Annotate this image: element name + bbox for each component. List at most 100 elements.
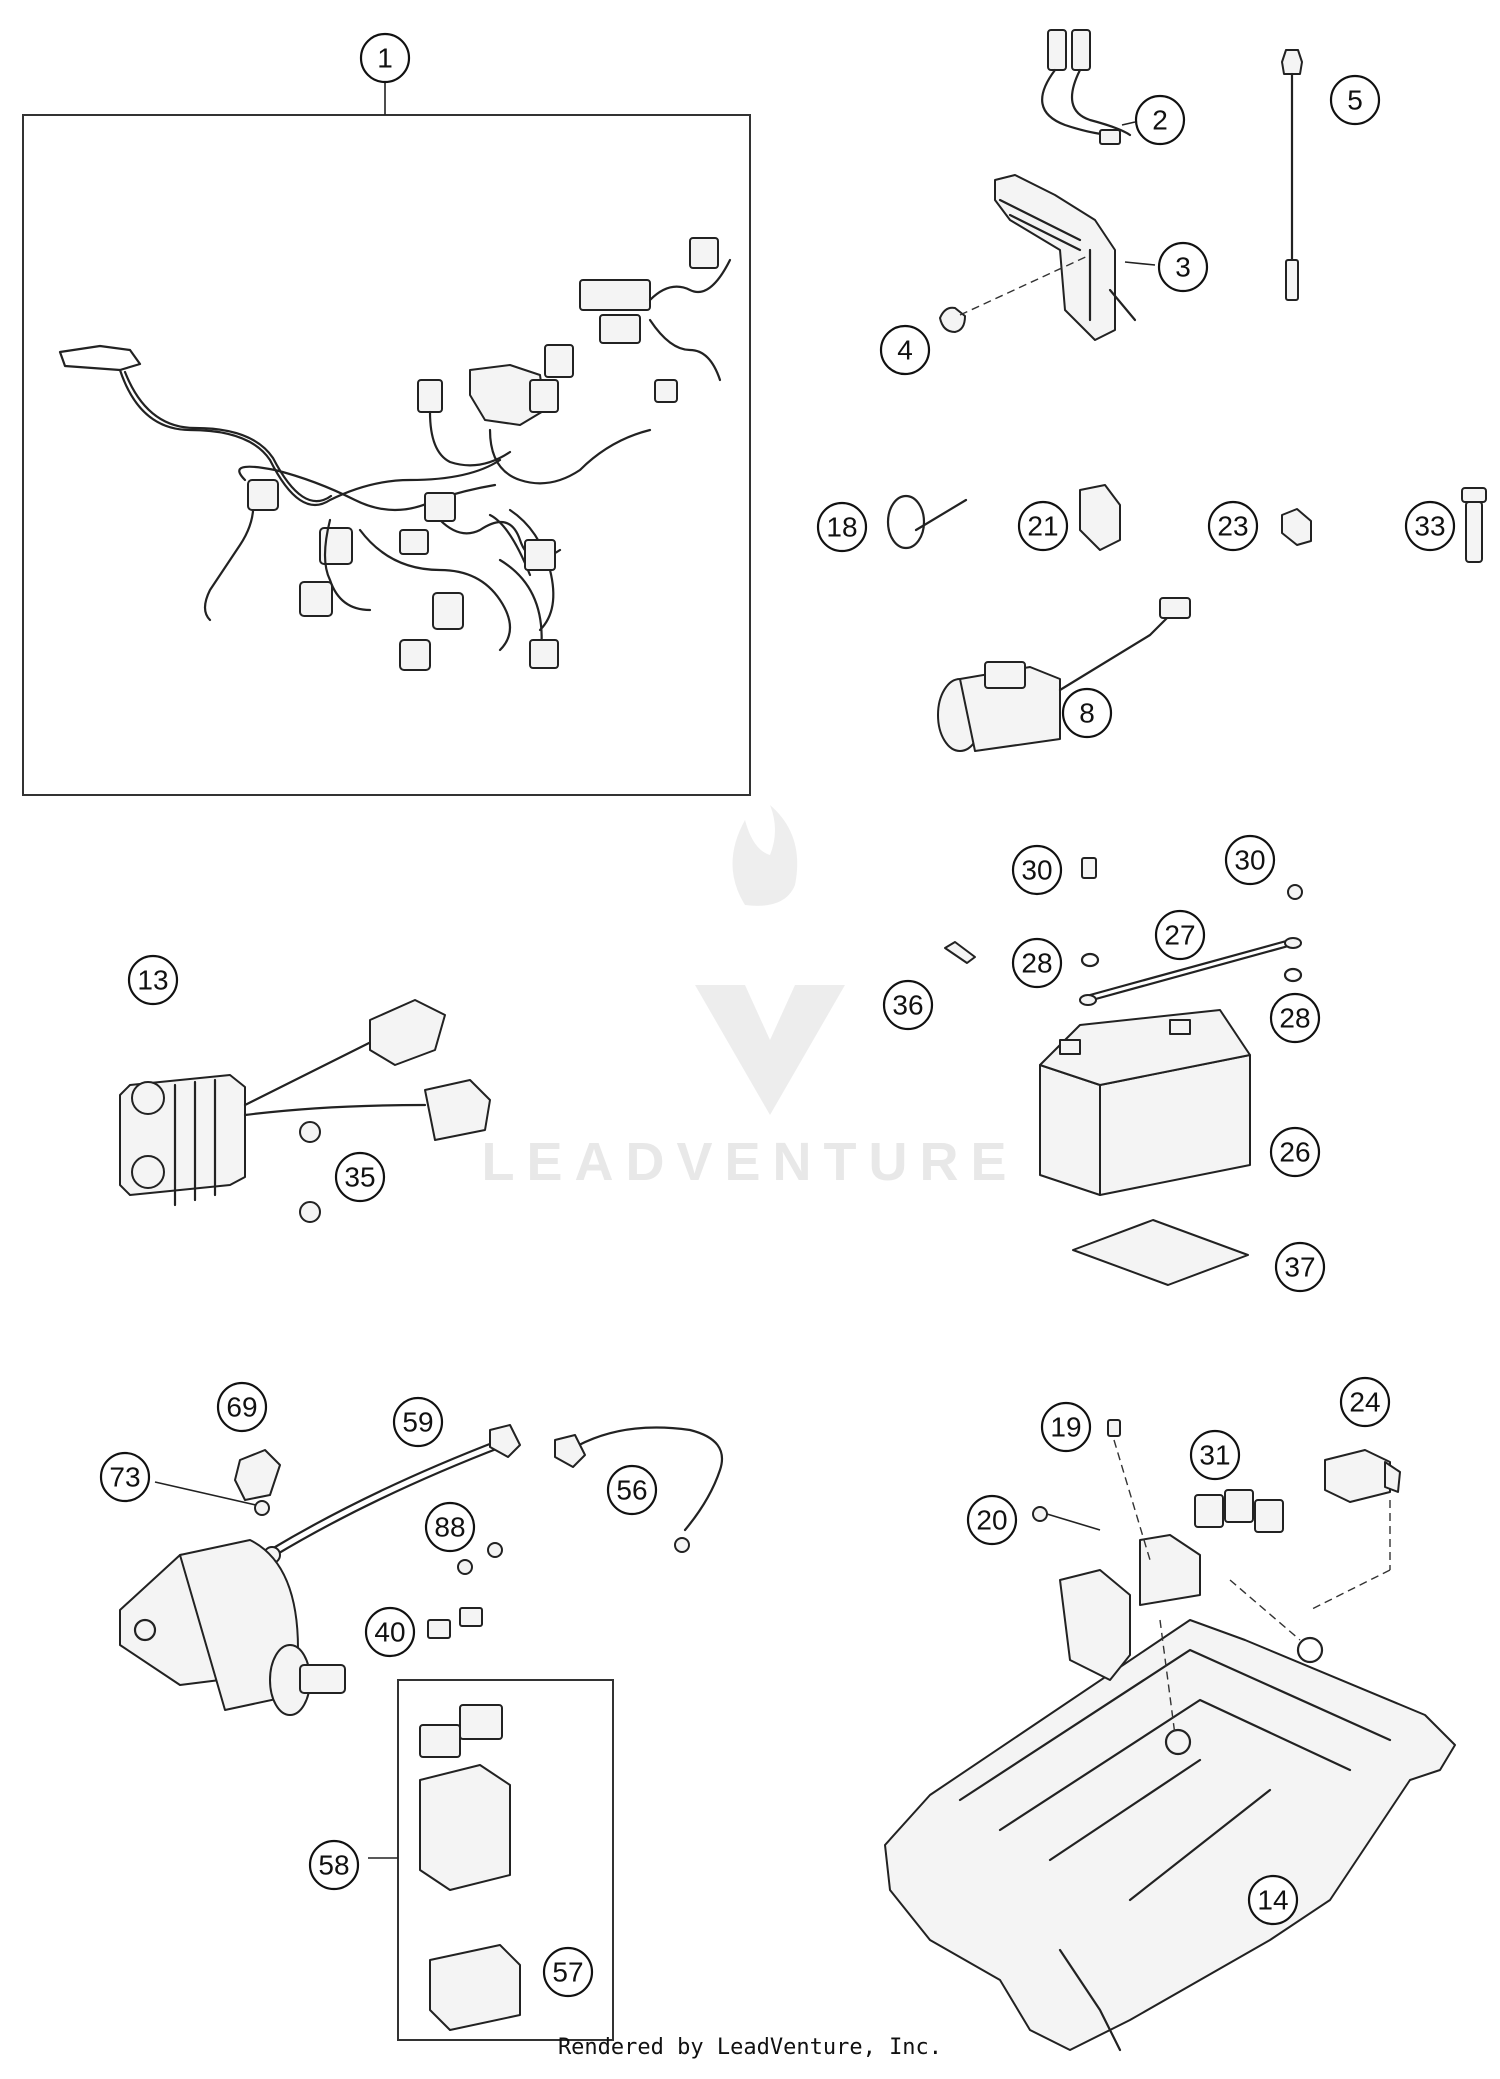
callout-40[interactable]: 40 xyxy=(364,1606,416,1658)
callout-21-label: 21 xyxy=(1027,511,1058,542)
callout-37[interactable]: 37 xyxy=(1274,1241,1326,1293)
callout-28b[interactable]: 28 xyxy=(1269,992,1321,1044)
callout-30a-label: 30 xyxy=(1021,855,1052,886)
callout-69[interactable]: 69 xyxy=(216,1381,268,1433)
callout-21[interactable]: 21 xyxy=(1017,500,1069,552)
callout-27-label: 27 xyxy=(1164,920,1195,951)
wiring-harness-drawing xyxy=(58,237,732,671)
part-31-fuse-box-drawing xyxy=(1059,1489,1284,1681)
callout-88[interactable]: 88 xyxy=(424,1501,476,1553)
callout-14[interactable]: 14 xyxy=(1247,1874,1299,1926)
part-2-connector-drawing xyxy=(1041,29,1132,145)
part-35-screws-drawing xyxy=(299,1121,321,1223)
callout-36[interactable]: 36 xyxy=(882,979,934,1031)
part-14-battery-holder-drawing xyxy=(884,1619,1456,2052)
part-21-cap-drawing xyxy=(1079,484,1121,551)
part-69-cap-drawing xyxy=(234,1449,281,1501)
part-56-ground-cable-drawing xyxy=(554,1426,724,1553)
starter-motor-drawing xyxy=(119,1539,346,1716)
part-73-nut-drawing xyxy=(154,1481,270,1516)
part-19-screw-drawing xyxy=(1107,1419,1151,1561)
callout-56[interactable]: 56 xyxy=(606,1464,658,1516)
callout-28a-label: 28 xyxy=(1021,948,1052,979)
callout-3[interactable]: 3 xyxy=(1157,241,1209,293)
part-18-cable-tie-drawing xyxy=(886,494,968,550)
watermark-text: LEADVENTURE xyxy=(481,1132,1018,1192)
wiring-harness-group xyxy=(22,82,751,796)
part-27-battery-cable-drawing xyxy=(1079,937,1302,1006)
callout-2[interactable]: 2 xyxy=(1134,94,1186,146)
part-36-bolt-drawing xyxy=(944,941,976,964)
callout-1-label: 1 xyxy=(377,43,393,74)
callout-23-label: 23 xyxy=(1217,511,1248,542)
part-24-connector-drawing xyxy=(1309,1449,1401,1611)
watermark: LEADVENTURE xyxy=(481,805,1018,1192)
part-8-starter-relay-drawing xyxy=(937,597,1191,752)
part-33-plug-drawing xyxy=(1461,487,1487,563)
callout-69-label: 69 xyxy=(226,1392,257,1423)
callout-37-label: 37 xyxy=(1284,1252,1315,1283)
wiring-harness-frame xyxy=(22,114,751,796)
part-58-relay-kit-group xyxy=(368,1679,614,2041)
part-5-cable-drawing xyxy=(1281,49,1303,301)
callout-5-label: 5 xyxy=(1347,85,1363,116)
callout-14-label: 14 xyxy=(1257,1885,1288,1916)
part-13-voltage-regulator-drawing xyxy=(119,999,491,1207)
callout-18-label: 18 xyxy=(826,512,857,543)
callout-26-label: 26 xyxy=(1279,1137,1310,1168)
part-3-bracket-drawing xyxy=(994,174,1137,341)
callout-20-label: 20 xyxy=(976,1505,1007,1536)
callout-36-label: 36 xyxy=(892,990,923,1021)
callout-33[interactable]: 33 xyxy=(1404,500,1456,552)
part-4-grommet-drawing xyxy=(939,254,1091,333)
callout-8-label: 8 xyxy=(1079,698,1095,729)
callout-58[interactable]: 58 xyxy=(308,1839,360,1891)
part-37-pad-drawing xyxy=(1072,1219,1249,1286)
callout-4[interactable]: 4 xyxy=(879,324,931,376)
callout-27[interactable]: 27 xyxy=(1154,909,1206,961)
callout-59[interactable]: 59 xyxy=(392,1396,444,1448)
callout-30b-label: 30 xyxy=(1234,845,1265,876)
part-26-battery-drawing xyxy=(1039,1009,1251,1196)
callout-57-label: 57 xyxy=(552,1957,583,1988)
callout-57[interactable]: 57 xyxy=(542,1946,594,1998)
callout-8[interactable]: 8 xyxy=(1061,687,1113,739)
callout-40-label: 40 xyxy=(374,1617,405,1648)
callout-30b[interactable]: 30 xyxy=(1224,834,1276,886)
callout-3-label: 3 xyxy=(1175,252,1191,283)
callout-28b-label: 28 xyxy=(1279,1003,1310,1034)
callout-24-label: 24 xyxy=(1349,1387,1380,1418)
part-30-screws-drawing xyxy=(1081,857,1303,900)
callout-35[interactable]: 35 xyxy=(334,1151,386,1203)
callout-73-label: 73 xyxy=(109,1462,140,1493)
callout-30a[interactable]: 30 xyxy=(1011,844,1063,896)
callout-28a[interactable]: 28 xyxy=(1011,937,1063,989)
callout-24[interactable]: 24 xyxy=(1339,1376,1391,1428)
part-40-brushes-drawing xyxy=(427,1607,483,1639)
callout-88-label: 88 xyxy=(434,1512,465,1543)
part-88-screws-drawing xyxy=(457,1542,503,1575)
callout-13[interactable]: 13 xyxy=(127,954,179,1006)
callout-4-label: 4 xyxy=(897,335,913,366)
callout-33-label: 33 xyxy=(1414,511,1445,542)
callout-31[interactable]: 31 xyxy=(1189,1429,1241,1481)
callout-1[interactable]: 1 xyxy=(359,32,411,84)
callout-26[interactable]: 26 xyxy=(1269,1126,1321,1178)
callout-58-label: 58 xyxy=(318,1850,349,1881)
callout-59-label: 59 xyxy=(402,1407,433,1438)
callout-20[interactable]: 20 xyxy=(966,1494,1018,1546)
callout-31-label: 31 xyxy=(1199,1440,1230,1471)
callout-2-label: 2 xyxy=(1152,105,1168,136)
callout-56-label: 56 xyxy=(616,1475,647,1506)
callout-18[interactable]: 18 xyxy=(816,501,868,553)
part-23-clip-drawing xyxy=(1281,508,1312,546)
callout-73[interactable]: 73 xyxy=(99,1451,151,1503)
callout-19[interactable]: 19 xyxy=(1040,1401,1092,1453)
callout-23[interactable]: 23 xyxy=(1207,500,1259,552)
callout-13-label: 13 xyxy=(137,965,168,996)
footer-credit: Rendered by LeadVenture, Inc. xyxy=(557,2035,943,2060)
part-20-nut-drawing xyxy=(1032,1506,1101,1531)
part-59-starter-cable-drawing xyxy=(263,1424,521,1564)
callout-5[interactable]: 5 xyxy=(1329,74,1381,126)
